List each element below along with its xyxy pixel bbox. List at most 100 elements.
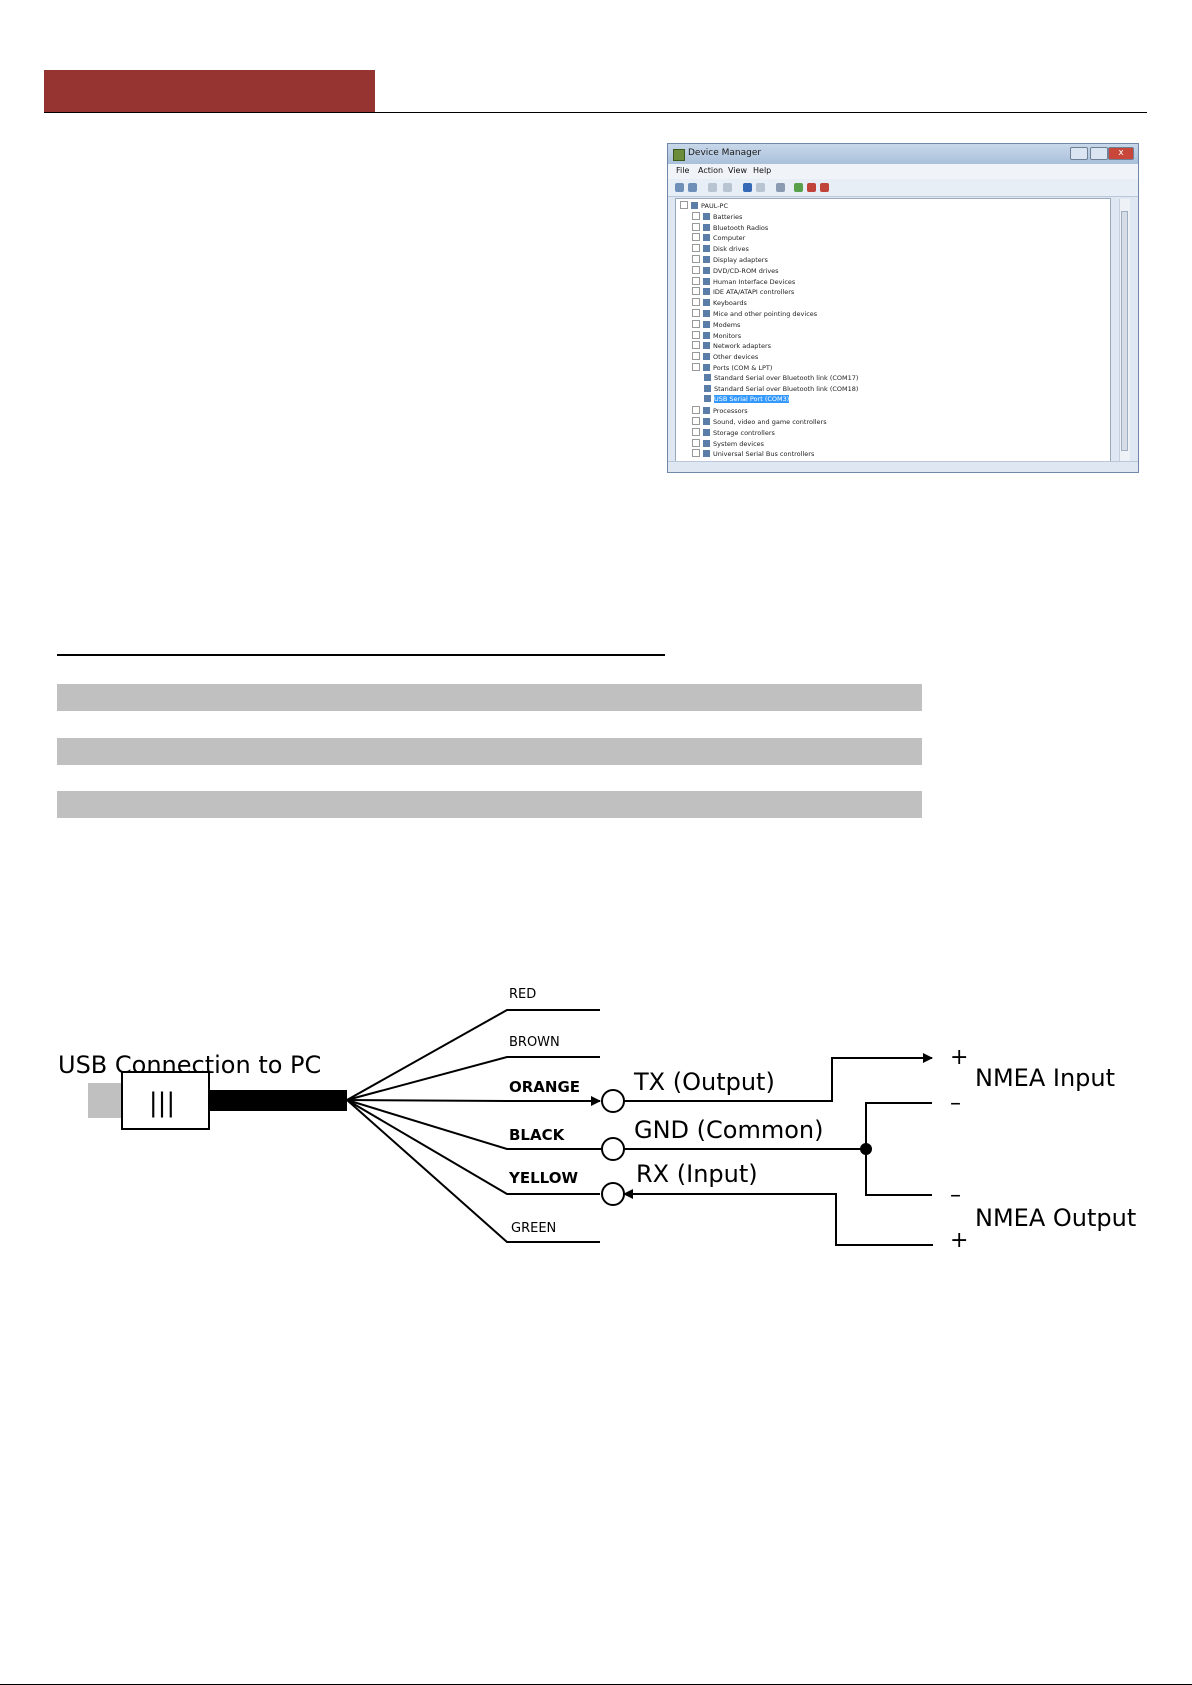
expand-toggle-icon[interactable] [692,244,700,253]
device-category-icon [704,373,711,381]
tree-item[interactable]: Keyboards [692,298,747,308]
menu-help[interactable]: Help [753,166,772,175]
tree-item[interactable]: Standard Serial over Bluetooth link (COM… [704,384,859,394]
tree-item[interactable]: Bluetooth Radios [692,222,768,233]
wiring-diagram: USB Connection to PC ||| RED BROWN ORANG… [58,987,1136,1250]
update-driver-icon[interactable] [794,183,803,192]
tree-item[interactable]: Computer [692,233,745,243]
gray-bar-2 [57,738,922,765]
device-category-icon [691,202,698,209]
tree-item[interactable]: Processors [692,406,748,416]
menu-file[interactable]: File [676,166,690,175]
usb-symbol: ||| [149,1088,175,1118]
expand-toggle-icon[interactable] [692,330,700,339]
tree-item-label: Other devices [713,353,759,362]
expand-toggle-icon[interactable] [692,363,700,371]
tree-item[interactable]: Display adapters [692,255,768,265]
device-category-icon [703,439,710,447]
tree-item-label: System devices [713,439,765,448]
nmea-output-to-rx [623,1189,933,1246]
tree-item-label: Standard Serial over Bluetooth link (COM… [714,384,859,393]
expand-toggle-icon[interactable] [692,319,700,328]
expand-toggle-icon[interactable] [692,255,700,263]
tree-item[interactable]: Network adapters [692,341,771,351]
device-category-icon [703,428,710,436]
expand-toggle-icon[interactable] [692,406,700,415]
close-button[interactable]: x [1108,147,1134,160]
device-category-icon [703,288,710,296]
tree-item-label: Mice and other pointing devices [713,310,818,318]
expand-toggle-icon[interactable] [692,211,700,220]
wire-label-red: RED [509,987,536,1002]
wire-green [346,1099,600,1243]
help-icon[interactable] [743,183,752,192]
wire-orange [346,1096,601,1106]
tree-item-label: Modems [713,320,741,329]
device-manager-title: Device Manager [688,148,762,158]
scan-icon[interactable] [776,183,785,192]
tree-item[interactable]: Storage controllers [692,427,775,438]
tree-item[interactable]: USB Serial Port (COM3) [704,395,790,404]
forward-icon[interactable] [688,183,697,192]
uninstall-icon[interactable] [820,183,829,192]
tree-item[interactable]: IDE ATA/ATAPI controllers [692,287,794,297]
usb-plug-metal [88,1083,124,1118]
tree-item[interactable]: Mice and other pointing devices [692,309,817,319]
expand-toggle-icon[interactable] [692,222,700,231]
expand-toggle-icon[interactable] [692,309,700,317]
expand-toggle-icon[interactable] [680,201,688,209]
wire-label-black: BLACK [509,1126,566,1144]
tree-item[interactable]: Batteries [692,211,742,222]
tree-item-label: Keyboards [713,299,747,308]
expand-toggle-icon[interactable] [692,449,700,458]
expand-toggle-icon[interactable] [692,341,700,350]
nmea-input-plus: + [950,1045,968,1070]
expand-toggle-icon[interactable] [692,233,700,242]
gnd-label: GND (Common) [634,1116,823,1144]
refresh-icon[interactable] [723,183,732,192]
tree-item[interactable]: Modems [692,319,741,330]
disable-icon[interactable] [807,183,816,192]
rx-terminal [601,1182,625,1206]
tree-item[interactable]: Sound, video and game controllers [692,417,827,427]
expand-toggle-icon[interactable] [692,352,700,361]
tx-terminal [601,1089,625,1113]
tree-item[interactable]: Other devices [692,352,758,362]
expand-toggle-icon[interactable] [692,438,700,447]
tree-scrollbar[interactable] [1119,199,1130,461]
back-icon[interactable] [675,183,684,192]
view-icon[interactable] [756,183,765,192]
minimize-button[interactable] [1070,147,1088,160]
expand-toggle-icon[interactable] [692,427,700,436]
tree-item[interactable]: System devices [692,438,765,449]
nmea-input-minus: – [950,1091,961,1116]
properties-icon[interactable] [708,183,717,192]
device-category-icon [703,353,710,361]
expand-toggle-icon[interactable] [692,287,700,296]
tree-item[interactable]: Human Interface Devices [692,276,796,287]
expand-toggle-icon[interactable] [692,276,700,285]
tree-item[interactable]: PAUL-PC [680,201,728,211]
expand-toggle-icon[interactable] [692,417,700,425]
device-category-icon [703,223,710,231]
device-category-icon [704,395,711,403]
device-category-icon [703,245,710,253]
scrollbar-thumb[interactable] [1121,211,1128,451]
maximize-button[interactable] [1090,147,1108,160]
tree-item[interactable]: Disk drives [692,244,749,254]
tree-item-label: Computer [713,234,746,243]
menu-action[interactable]: Action [698,166,724,175]
device-category-icon [703,418,710,425]
tree-item-label: Human Interface Devices [713,277,796,286]
expand-toggle-icon[interactable] [692,298,700,307]
tree-item-label: Display adapters [713,256,768,264]
fan-out-wires [346,1009,601,1243]
tree-item[interactable]: Standard Serial over Bluetooth link (COM… [704,373,858,383]
menu-view[interactable]: View [728,166,747,175]
tree-item[interactable]: Ports (COM & LPT) [692,363,772,373]
tree-item[interactable]: Monitors [692,330,741,341]
tree-item[interactable]: Universal Serial Bus controllers [692,449,814,459]
expand-toggle-icon[interactable] [692,265,700,274]
tree-item[interactable]: DVD/CD-ROM drives [692,265,779,276]
